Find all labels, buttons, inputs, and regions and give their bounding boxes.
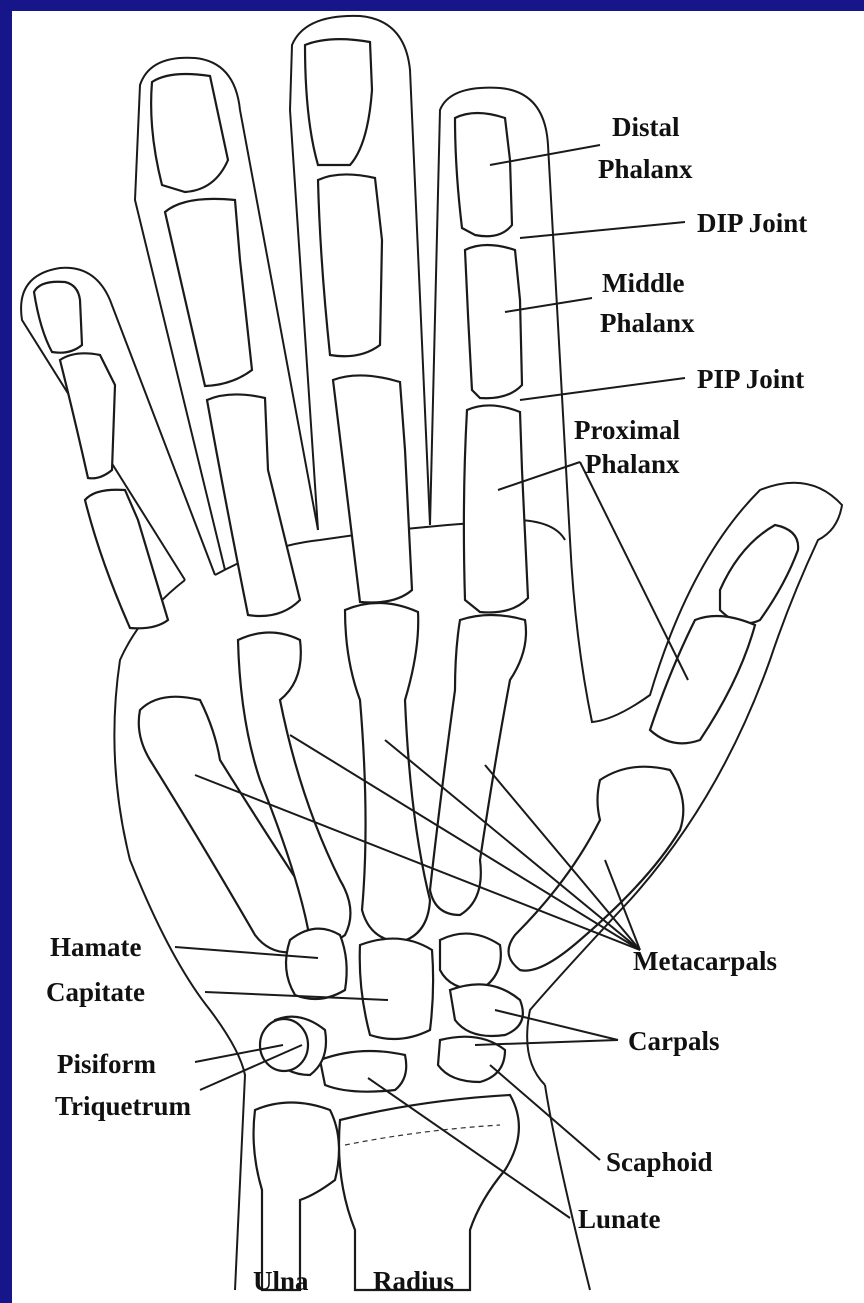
label-distal-phalanx-line2: Phalanx	[598, 154, 693, 184]
carpal-bones	[260, 929, 523, 1092]
capitate-bone	[360, 939, 433, 1039]
label-middle-phalanx-line1: Middle	[602, 268, 685, 298]
label-radius: Radius	[373, 1266, 454, 1296]
leader-pip-joint	[520, 378, 685, 400]
trapezoid-bone	[440, 934, 501, 990]
label-pisiform: Pisiform	[57, 1049, 156, 1079]
index-middle-phalanx	[465, 245, 522, 398]
label-capitate: Capitate	[46, 977, 145, 1007]
hamate-bone	[286, 929, 347, 999]
middle-distal-phalanx	[305, 39, 372, 165]
label-triquetrum: Triquetrum	[55, 1091, 191, 1121]
leader-carpals-lower	[475, 1040, 618, 1045]
ring-proximal-phalanx	[207, 394, 300, 616]
label-carpals: Carpals	[628, 1026, 720, 1056]
middle-proximal-phalanx	[333, 375, 412, 602]
little-distal-phalanx	[34, 282, 82, 353]
ring-distal-phalanx	[151, 74, 228, 192]
index-distal-phalanx	[455, 113, 512, 236]
little-proximal-phalanx	[85, 490, 168, 629]
label-pip-joint: PIP Joint	[697, 364, 804, 394]
metacarpal-bones	[139, 603, 684, 971]
radius-bone	[339, 1095, 519, 1290]
label-scaphoid: Scaphoid	[606, 1147, 713, 1177]
index-proximal-phalanx	[464, 405, 528, 612]
label-distal-phalanx-line1: Distal	[612, 112, 680, 142]
label-proximal-phalanx-line2: Phalanx	[585, 449, 680, 479]
middle-middle-phalanx	[318, 174, 382, 356]
forearm-radial-outline	[545, 1085, 590, 1290]
leader-proximal-phalanx-thumb	[580, 462, 688, 680]
metacarpal-3	[345, 603, 430, 942]
diagram-panel: Distal Phalanx DIP Joint Middle Phalanx …	[12, 11, 864, 1303]
trapezium-bone	[450, 984, 523, 1036]
label-dip-joint: DIP Joint	[697, 208, 807, 238]
little-middle-phalanx	[60, 353, 115, 478]
lunate-bone	[320, 1051, 406, 1092]
label-metacarpals: Metacarpals	[633, 946, 777, 976]
leader-dip-joint	[520, 222, 685, 238]
thumb-distal-phalanx	[720, 525, 798, 623]
forearm-bones	[254, 1095, 519, 1290]
label-lunate: Lunate	[578, 1204, 661, 1234]
label-middle-phalanx-line2: Phalanx	[600, 308, 695, 338]
ring-middle-phalanx	[165, 199, 252, 386]
hand-skeleton-diagram: Distal Phalanx DIP Joint Middle Phalanx …	[12, 11, 864, 1303]
thumb-outline	[527, 483, 842, 1085]
label-proximal-phalanx-line1: Proximal	[574, 415, 680, 445]
ulna-bone	[254, 1103, 339, 1291]
label-hamate: Hamate	[50, 932, 141, 962]
label-ulna: Ulna	[253, 1266, 309, 1296]
